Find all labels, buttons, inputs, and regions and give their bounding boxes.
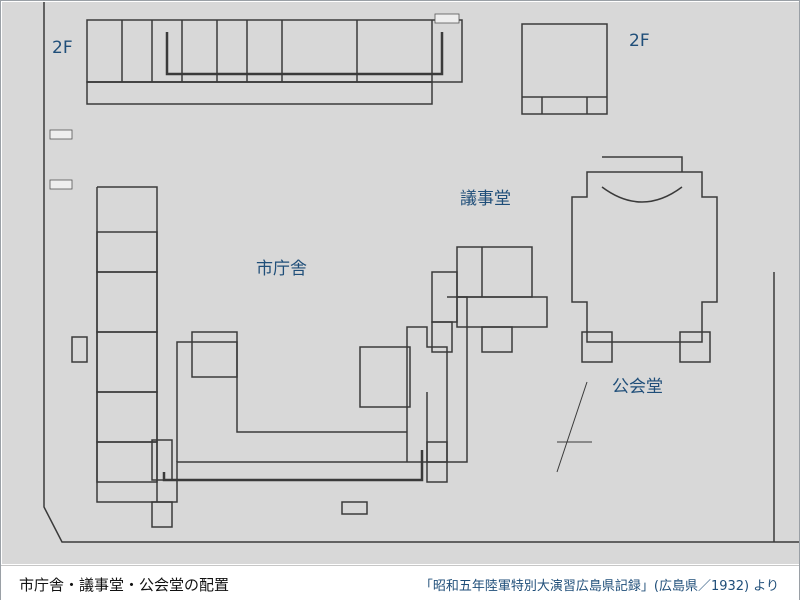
city-hall-label: 市庁舎 bbox=[256, 259, 307, 279]
city-hall-outline bbox=[96, 187, 448, 503]
caption-bar: 市庁舎・議事堂・公会堂の配置 「昭和五年陸軍特別大演習広島県記録」(広島県／19… bbox=[1, 565, 799, 600]
public-hall-label: 公会堂 bbox=[612, 377, 663, 397]
caption-title: 市庁舎・議事堂・公会堂の配置 bbox=[19, 576, 230, 594]
floor-plan: 2F 2F 議事堂 市庁舎 公会堂 bbox=[2, 2, 799, 564]
assembly-hall-plan bbox=[456, 246, 533, 298]
floor-label-2f-left: 2F bbox=[52, 38, 73, 58]
assembly-hall-label: 議事堂 bbox=[460, 189, 511, 209]
city-hall-2f-corridor bbox=[86, 81, 433, 105]
assembly-hall-2f-plan bbox=[521, 23, 608, 115]
site-boundary bbox=[43, 2, 799, 543]
floor-plan-drawing bbox=[43, 2, 799, 543]
floor-label-2f-right: 2F bbox=[629, 31, 650, 51]
caption-source: 「昭和五年陸軍特別大演習広島県記録」(広島県／1932) より bbox=[419, 579, 779, 594]
city-hall-2f-plan bbox=[86, 19, 463, 83]
public-hall-plan bbox=[571, 171, 718, 343]
